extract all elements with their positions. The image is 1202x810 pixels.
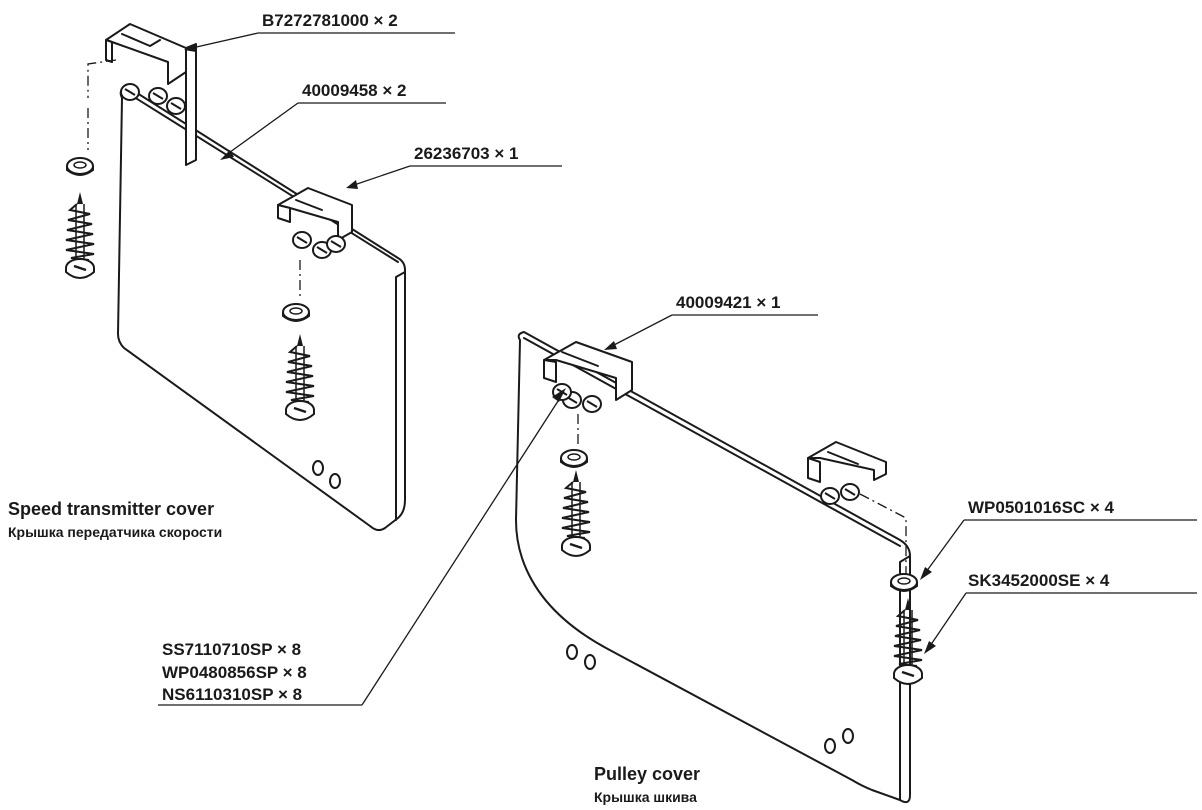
speed-cover-subtitle: Крышка передатчика скорости	[8, 524, 222, 540]
part-label-b7272781000: B7272781000 × 2	[262, 11, 398, 30]
pulley-cover-title: Pulley cover	[594, 764, 700, 784]
speed-cover-title: Speed transmitter cover	[8, 499, 214, 519]
leader-lines	[158, 32, 1197, 706]
part-label-sk3452000se: SK3452000SE × 4	[968, 571, 1110, 590]
pulley-cover-drawing	[515, 331, 924, 804]
part-label-40009421: 40009421 × 1	[676, 293, 780, 312]
speed-transmitter-cover-drawing	[64, 23, 406, 532]
part-label-wp0480856sp: WP0480856SP × 8	[162, 663, 307, 682]
part-label-ss7110710sp: SS7110710SP × 8	[162, 640, 301, 659]
part-label-wp0501016sc: WP0501016SC × 4	[968, 498, 1115, 517]
pulley-cover-subtitle: Крышка шкива	[594, 789, 697, 805]
part-label-40009458: 40009458 × 2	[302, 81, 406, 100]
part-label-26236703: 26236703 × 1	[414, 144, 518, 163]
part-label-ns6110310sp: NS6110310SP × 8	[162, 685, 302, 704]
